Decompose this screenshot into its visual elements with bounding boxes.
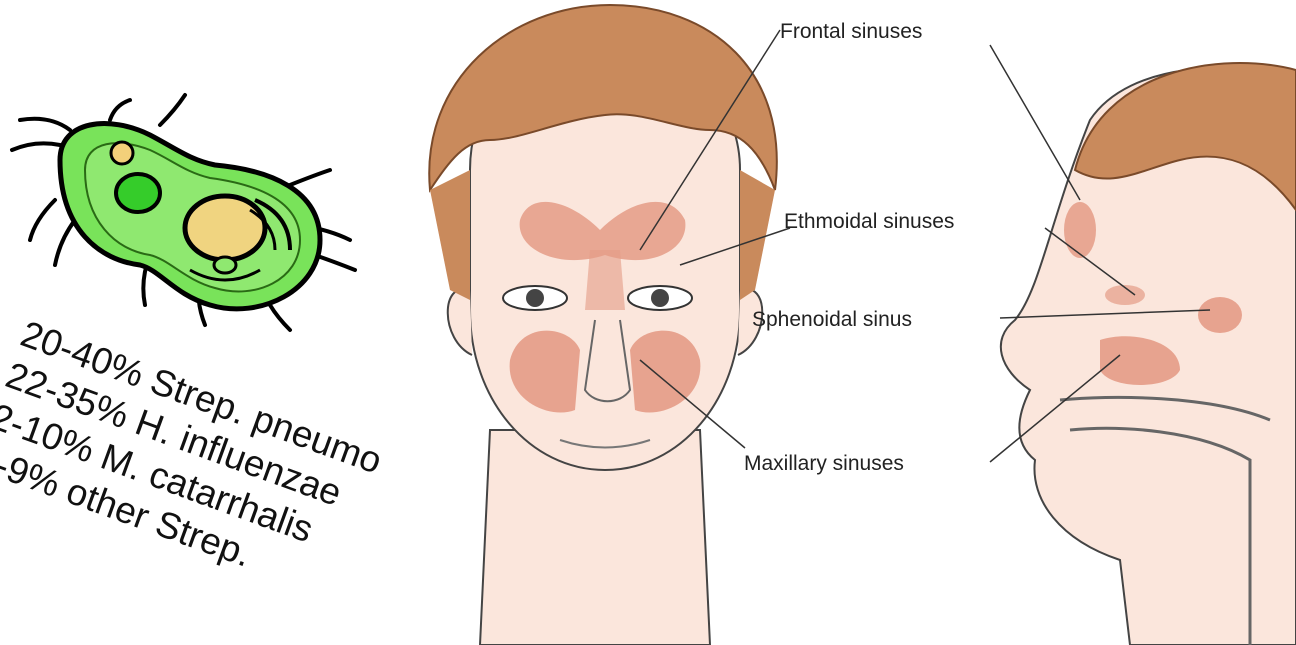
- label-frontal-sinuses: Frontal sinuses: [780, 20, 922, 43]
- label-sphenoidal-sinus: Sphenoidal sinus: [752, 308, 912, 331]
- label-ethmoidal-sinuses: Ethmoidal sinuses: [784, 210, 954, 233]
- label-maxillary-sinuses: Maxillary sinuses: [744, 452, 904, 475]
